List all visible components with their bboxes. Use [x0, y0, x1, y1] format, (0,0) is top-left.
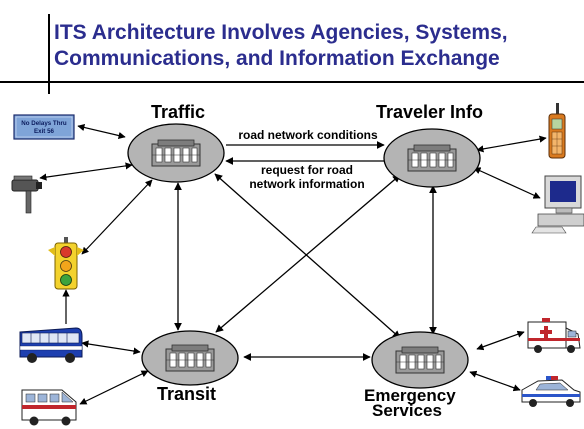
edge-label-request-road-network-information: request for road network information — [232, 163, 382, 191]
title-horizontal-rule — [0, 81, 584, 83]
node-label-transit: Transit — [157, 384, 217, 404]
building-icon — [407, 144, 457, 172]
slide-title: ITS Architecture Involves Agencies, Syst… — [54, 20, 582, 72]
node-label-emergency-line-2: Services — [372, 401, 442, 420]
node-emergency-services — [371, 331, 469, 389]
building-icon — [165, 344, 215, 372]
node-traffic — [127, 123, 225, 183]
edge-label-request-line-2: network information — [249, 177, 365, 191]
computer-icon — [531, 175, 584, 234]
sign-text-line-2: Exit 56 — [34, 128, 55, 135]
traffic-camera-icon — [11, 175, 42, 214]
police-car-icon — [521, 376, 581, 407]
device-connectors — [39, 123, 547, 405]
building-icon — [151, 139, 201, 167]
edge-traveler-transit — [215, 174, 401, 333]
node-label-traveler-info: Traveler Info — [376, 102, 484, 122]
node-label-emergency-services: Emergency Services — [364, 386, 456, 420]
slide-title-line-2: Communications, and Information Exchange — [54, 47, 500, 70]
connectors — [174, 141, 437, 361]
traffic-signal-icon — [48, 237, 84, 290]
node-label-emergency-line-1: Emergency — [364, 386, 456, 405]
sign-text-line-1: No Delays Thru — [21, 120, 67, 127]
node-traveler-info — [383, 128, 481, 188]
building-icon — [395, 346, 445, 374]
edge-label-road-network-conditions: road network conditions — [238, 128, 378, 142]
title-vertical-rule — [48, 14, 50, 94]
node-label-traffic: Traffic — [151, 102, 206, 122]
cell-phone-icon — [548, 103, 566, 159]
paratransit-van-icon — [21, 389, 77, 426]
message-sign-icon: No Delays Thru Exit 56 — [13, 114, 75, 140]
edge-label-request-line-1: request for road — [260, 163, 353, 177]
ambulance-icon — [527, 318, 581, 353]
transit-bus-icon — [19, 327, 83, 363]
node-transit — [141, 330, 239, 386]
slide-title-line-1: ITS Architecture Involves Agencies, Syst… — [54, 21, 508, 44]
